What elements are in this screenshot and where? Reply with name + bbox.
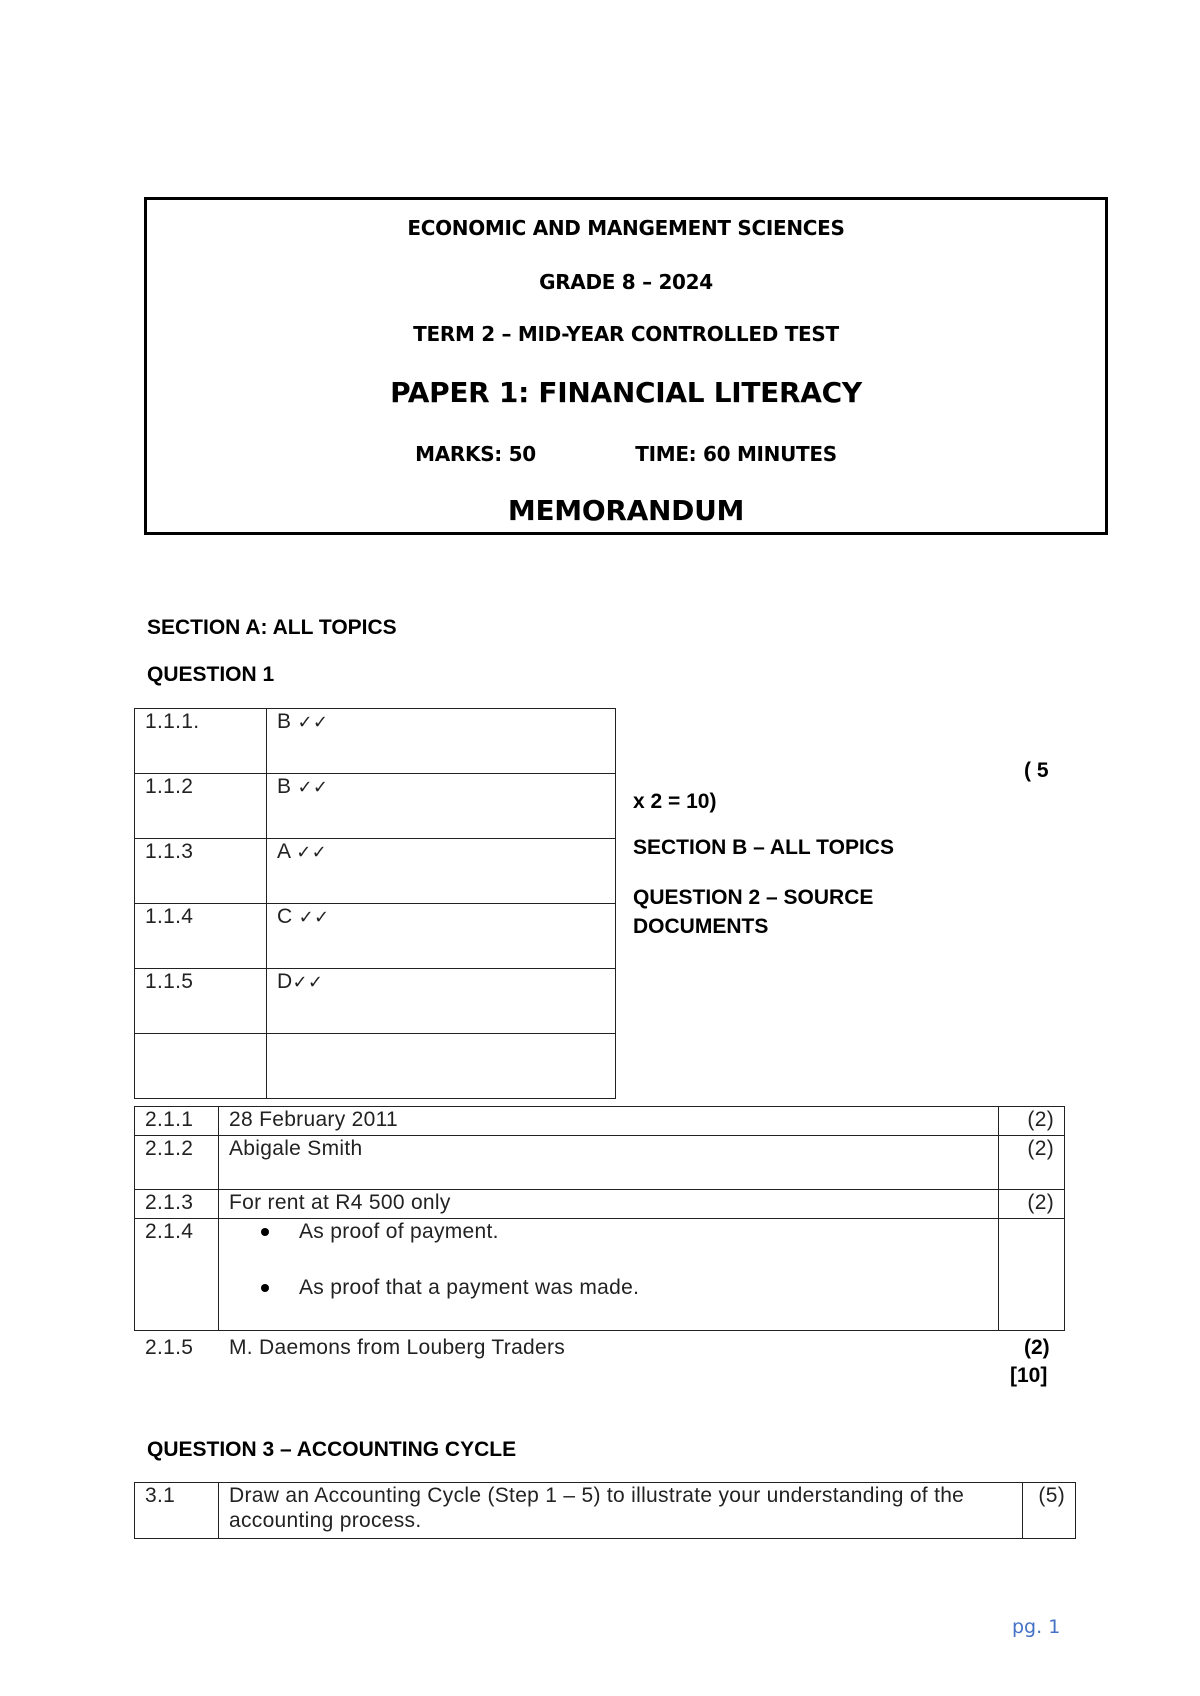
answer-text: M. Daemons from Louberg Traders <box>229 1336 566 1359</box>
time-label: TIME: 60 MINUTES <box>635 442 837 466</box>
title-box: ECONOMIC AND MANGEMENT SCIENCES GRADE 8 … <box>144 197 1108 535</box>
list-item: As proof that a payment was made. <box>261 1275 988 1301</box>
bullet-icon <box>261 1228 269 1236</box>
question-number: 2.1.4 <box>134 1218 219 1331</box>
question-number: 2.1.2 <box>134 1135 219 1190</box>
page-number: pg. 1 <box>1012 1616 1061 1638</box>
question-number: 1.1.4 <box>134 903 267 969</box>
paper-title: PAPER 1: FINANCIAL LITERACY <box>390 376 862 409</box>
q1-total-part2: x 2 = 10) <box>633 790 717 813</box>
tick-marks-icon: ✓✓ <box>292 972 324 993</box>
table-row: 1.1.2 B ✓✓ <box>134 773 616 839</box>
question-1-table: 1.1.1. B ✓✓ 1.1.2 B ✓✓ 1.1.3 A ✓✓ 1.1.4 … <box>134 708 616 1099</box>
table-row: 1.1.1. B ✓✓ <box>134 708 616 774</box>
marks-text: (2) <box>1024 1336 1050 1359</box>
question-3-heading: QUESTION 3 – ACCOUNTING CYCLE <box>147 1438 517 1461</box>
section-b-heading: SECTION B – ALL TOPICS <box>633 836 894 859</box>
tick-marks-icon: ✓✓ <box>296 842 328 863</box>
table-row: 2.1.3 For rent at R4 500 only (2) <box>134 1189 1065 1219</box>
question-number: 1.1.1. <box>134 708 267 774</box>
answer-cell: D✓✓ <box>266 968 616 1034</box>
tick-marks-icon: ✓✓ <box>297 777 329 798</box>
marks-cell: (5) <box>1022 1482 1076 1539</box>
answer-cell: As proof of payment. As proof that a pay… <box>218 1218 999 1331</box>
marks-cell: (2) <box>998 1135 1065 1190</box>
marks-time-row: MARKS: 50 TIME: 60 MINUTES <box>147 442 1105 466</box>
answer-cell <box>266 1033 616 1099</box>
bullet-list: As proof of payment. As proof that a pay… <box>229 1219 988 1301</box>
term-title: TERM 2 – MID-YEAR CONTROLLED TEST <box>413 322 839 346</box>
question-number: 1.1.3 <box>134 838 267 904</box>
grade-year: GRADE 8 – 2024 <box>539 270 713 294</box>
answer-cell: Abigale Smith <box>218 1135 999 1190</box>
question-number: 3.1 <box>134 1482 219 1539</box>
question-number: 2.1.1 <box>134 1106 219 1136</box>
question-2-table: 2.1.1 28 February 2011 (2) 2.1.2 Abigale… <box>134 1106 1065 1331</box>
answer-cell: A ✓✓ <box>266 838 616 904</box>
answer-cell: For rent at R4 500 only <box>218 1189 999 1219</box>
table-row: 2.1.2 Abigale Smith (2) <box>134 1135 1065 1190</box>
question-2-total: [10] <box>1010 1364 1048 1387</box>
question-number: 1.1.2 <box>134 773 267 839</box>
question-3-table: 3.1 Draw an Accounting Cycle (Step 1 – 5… <box>134 1482 1076 1539</box>
table-row: 1.1.4 C ✓✓ <box>134 903 616 969</box>
question-number <box>134 1033 267 1099</box>
table-row: 1.1.3 A ✓✓ <box>134 838 616 904</box>
table-row: 3.1 Draw an Accounting Cycle (Step 1 – 5… <box>134 1482 1076 1539</box>
marks-cell <box>998 1218 1065 1331</box>
answer-cell: B ✓✓ <box>266 773 616 839</box>
answer-cell: Draw an Accounting Cycle (Step 1 – 5) to… <box>218 1482 1023 1539</box>
table-row: 2.1.4 As proof of payment. As proof that… <box>134 1218 1065 1331</box>
table-row <box>134 1033 616 1099</box>
question-number: 2.1.5 <box>145 1336 194 1359</box>
table-row: 2.1.1 28 February 2011 (2) <box>134 1106 1065 1136</box>
question-number: 1.1.5 <box>134 968 267 1034</box>
question-number: 2.1.3 <box>134 1189 219 1219</box>
marks-label: MARKS: 50 <box>415 442 536 466</box>
bullet-icon <box>261 1284 269 1292</box>
question-2-heading: QUESTION 2 – SOURCE DOCUMENTS <box>633 886 874 938</box>
tick-marks-icon: ✓✓ <box>297 712 329 733</box>
tick-marks-icon: ✓✓ <box>298 907 330 928</box>
subject-title: ECONOMIC AND MANGEMENT SCIENCES <box>407 216 845 240</box>
section-a-heading: SECTION A: ALL TOPICS <box>147 616 397 639</box>
answer-cell: B ✓✓ <box>266 708 616 774</box>
table-row: 1.1.5 D✓✓ <box>134 968 616 1034</box>
question-1-heading: QUESTION 1 <box>147 663 275 686</box>
q1-total-part1: ( 5 <box>1024 759 1049 782</box>
answer-cell: 28 February 2011 <box>218 1106 999 1136</box>
marks-cell: (2) <box>998 1189 1065 1219</box>
marks-cell: (2) <box>998 1106 1065 1136</box>
answer-cell: C ✓✓ <box>266 903 616 969</box>
list-item: As proof of payment. <box>261 1219 988 1245</box>
memorandum-title: MEMORANDUM <box>507 494 745 527</box>
